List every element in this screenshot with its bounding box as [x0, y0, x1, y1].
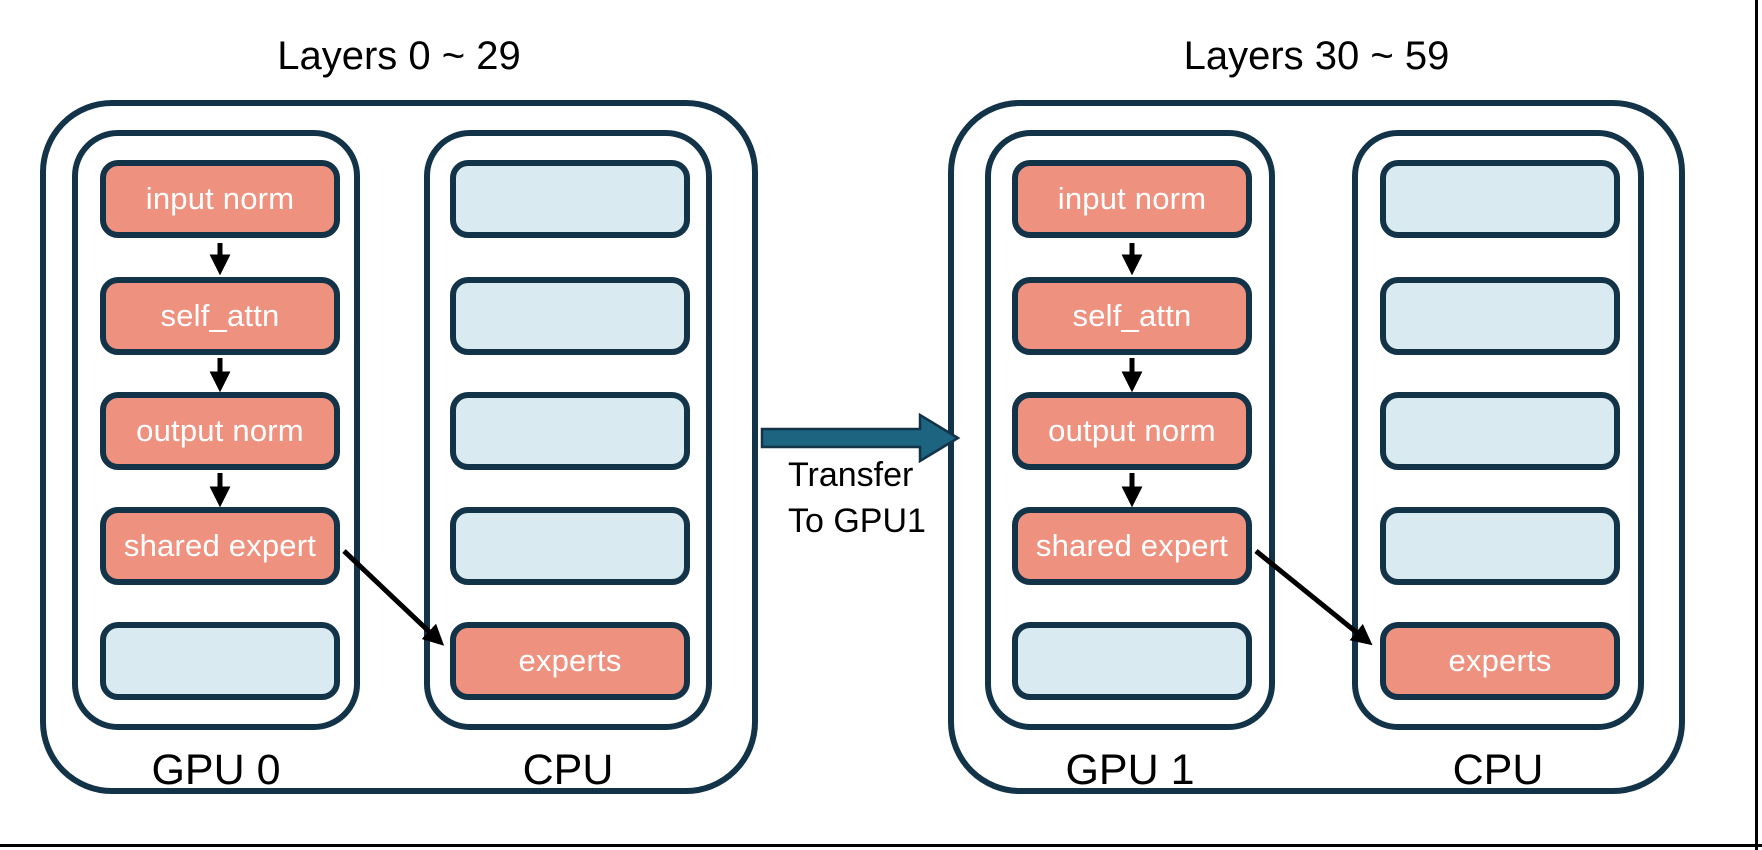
- output-norm-box: output norm: [1012, 392, 1252, 470]
- group-title: Layers 30 ~ 59: [1183, 34, 1450, 78]
- input-norm-box: input norm: [1012, 160, 1252, 238]
- self-attn-box: self_attn: [1012, 277, 1252, 355]
- empty-slot-box: [1012, 622, 1252, 700]
- slide-right-edge: [1755, 0, 1758, 850]
- gpu-label: GPU 0: [151, 746, 281, 794]
- slide-bottom-edge: [0, 844, 1762, 847]
- empty-slot-box: [450, 160, 690, 238]
- empty-slot-box: [1380, 160, 1620, 238]
- empty-slot-box: [450, 277, 690, 355]
- self-attn-box: self_attn: [100, 277, 340, 355]
- input-norm-box: input norm: [100, 160, 340, 238]
- empty-slot-box: [1380, 392, 1620, 470]
- cpu-label: CPU: [522, 746, 614, 794]
- group-title: Layers 0 ~ 29: [277, 34, 521, 78]
- empty-slot-box: [450, 507, 690, 585]
- transfer-label-line2: To GPU1: [788, 502, 926, 540]
- transfer-label-line1: Transfer: [788, 456, 914, 494]
- shared-expert-box: shared expert: [1012, 507, 1252, 585]
- cpu-label: CPU: [1452, 746, 1544, 794]
- transfer-label: Transfer To GPU1: [788, 452, 926, 544]
- experts-box: experts: [1380, 622, 1620, 700]
- output-norm-box: output norm: [100, 392, 340, 470]
- empty-slot-box: [450, 392, 690, 470]
- shared-expert-box: shared expert: [100, 507, 340, 585]
- empty-slot-box: [1380, 507, 1620, 585]
- gpu-label: GPU 1: [1065, 746, 1195, 794]
- empty-slot-box: [100, 622, 340, 700]
- experts-box: experts: [450, 622, 690, 700]
- empty-slot-box: [1380, 277, 1620, 355]
